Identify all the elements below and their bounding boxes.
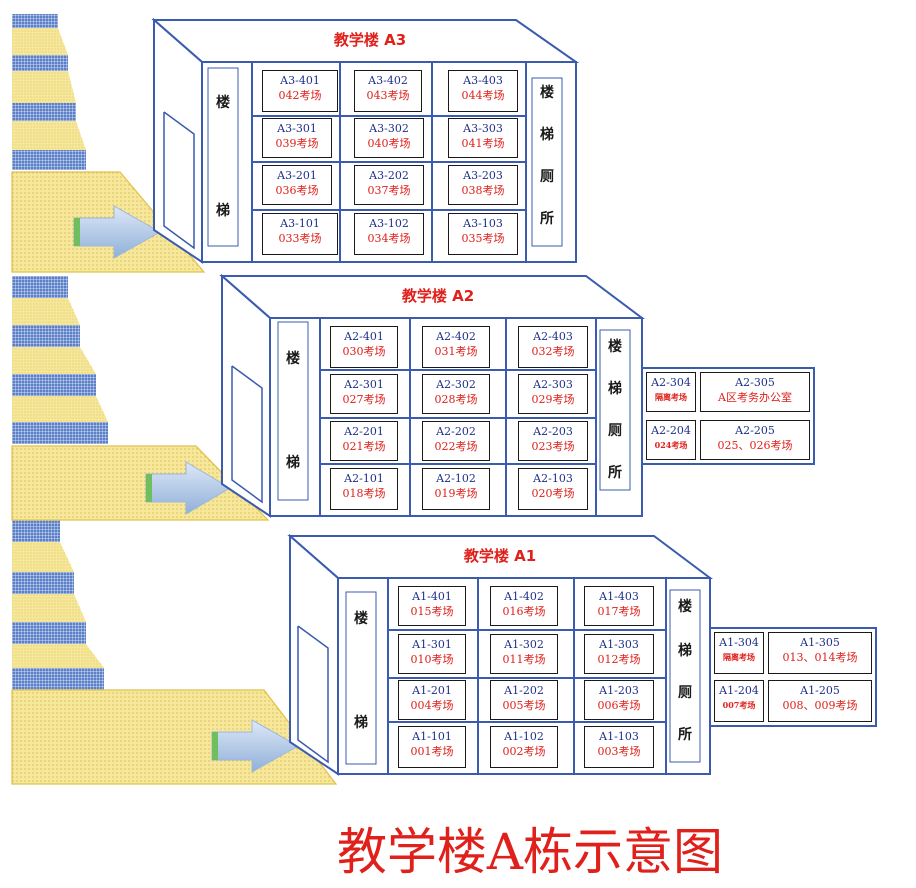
stair-label-a1-left: 楼 梯 — [354, 611, 368, 731]
diagram-title: 教学楼A栋示意图 — [336, 823, 724, 881]
entrance-arrow-a3 — [73, 205, 162, 259]
staircase-step — [12, 622, 86, 644]
stair-label-a3-right: 楼 梯 厕 所 — [540, 85, 554, 227]
building-a1-title: 教学楼 A1 — [463, 547, 537, 565]
staircase-step — [12, 150, 86, 170]
staircase-step — [12, 14, 58, 28]
staircase-step — [12, 422, 108, 444]
entrance-arrow-a1 — [211, 719, 300, 773]
stair-label-a2-right: 楼 梯 厕 所 — [608, 339, 622, 481]
staircase-step — [12, 55, 68, 71]
stair-label-a1-right: 楼 梯 厕 所 — [678, 599, 692, 743]
staircase-step — [12, 103, 76, 121]
stair-label-a3-left: 楼 梯 — [216, 95, 230, 219]
staircase-step — [12, 325, 80, 347]
staircase-step — [12, 520, 60, 542]
stair-side-a2 — [12, 298, 108, 422]
staircase-step — [12, 668, 104, 690]
building-a3-title: 教学楼 A3 — [333, 31, 407, 49]
building-a2-title: 教学楼 A2 — [401, 287, 475, 305]
stair-label-a2-left: 楼 梯 — [286, 351, 300, 471]
stair-side-a3 — [12, 28, 86, 150]
staircase-step — [12, 276, 68, 298]
stair-side-a1 — [12, 542, 104, 668]
staircase-step — [12, 374, 96, 396]
staircase-step — [12, 572, 74, 594]
ground-floor-a1 — [11, 689, 338, 785]
entrance-arrow-a2 — [145, 461, 231, 515]
